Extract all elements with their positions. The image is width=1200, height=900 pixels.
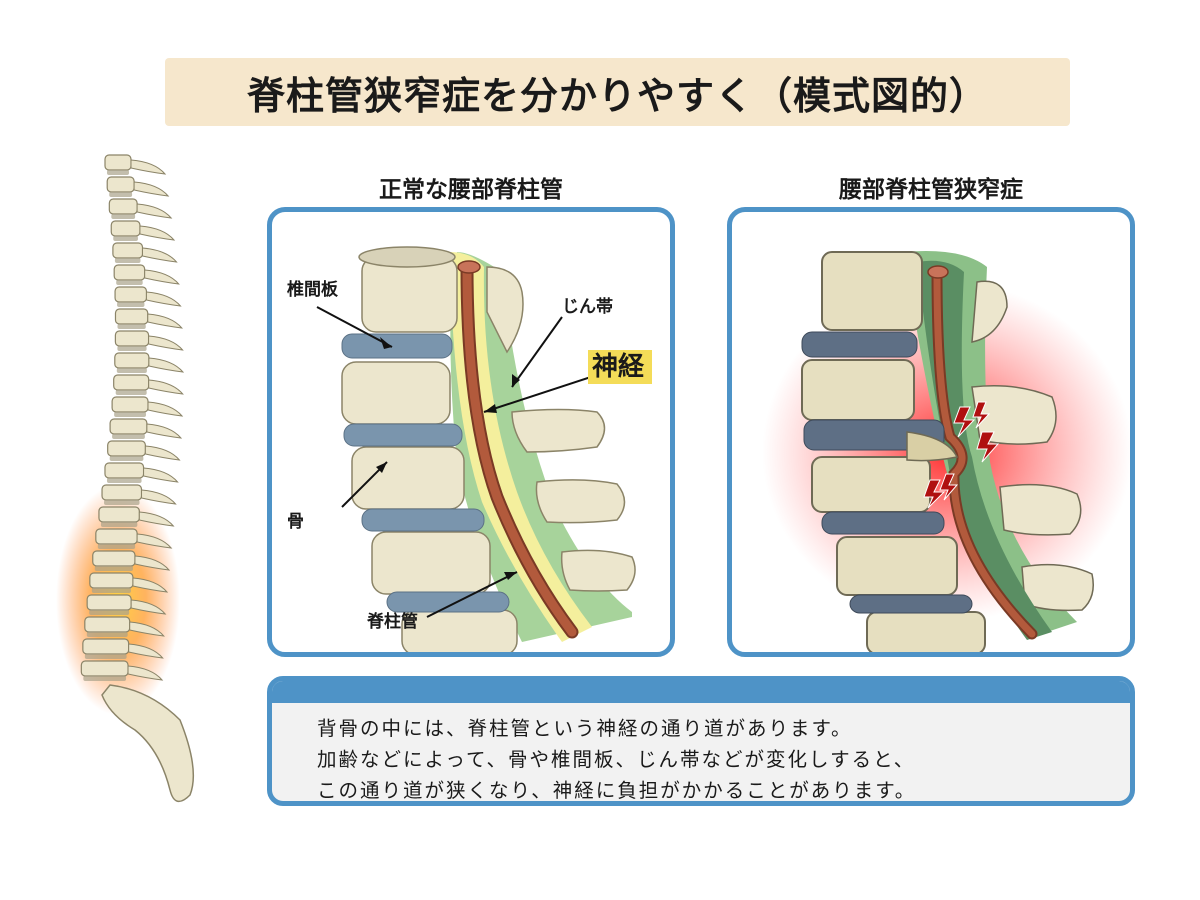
vertebra — [114, 286, 182, 307]
description-text: 背骨の中には、脊柱管という神経の通り道があります。 加齢などによって、骨や椎間板… — [317, 713, 1120, 802]
vertebral-body — [866, 611, 986, 652]
vertebral-body — [811, 456, 931, 513]
vertebra — [114, 308, 183, 329]
vertebra — [107, 440, 181, 461]
vertebra — [114, 352, 185, 373]
intervertebral-disc — [821, 511, 945, 535]
normal-spine-panel: 椎間板 じん帯 神経 骨 脊柱管 — [267, 207, 675, 657]
vertebral-body — [836, 536, 958, 596]
vertebral-body — [801, 359, 915, 421]
pain-lightning-icon — [923, 401, 1000, 509]
canal-label: 脊柱管 — [367, 612, 418, 632]
vertebra — [98, 506, 175, 527]
title-band — [165, 58, 1070, 126]
vertebra — [104, 462, 179, 483]
ligament-label: じん帯 — [562, 297, 613, 317]
stenosis-spine-diagram — [762, 251, 1130, 652]
vertebra — [80, 660, 164, 681]
intervertebral-disc — [341, 333, 453, 359]
vertebral-body — [351, 446, 465, 510]
vertebra — [104, 154, 167, 175]
vertebra — [114, 330, 184, 351]
degenerated-vertebral-bodies — [801, 251, 986, 652]
vertebra — [111, 396, 184, 417]
bone-label: 骨 — [287, 512, 304, 532]
intervertebral-disc — [801, 331, 918, 358]
stenosis-panel-title: 腰部脊柱管狭窄症 — [839, 177, 1023, 203]
vertebral-body — [361, 256, 458, 333]
disc-label: 椎間板 — [287, 280, 338, 300]
vertebral-body — [371, 531, 491, 595]
intervertebral-disc — [849, 594, 973, 614]
vertebra — [95, 528, 173, 549]
vertebral-body — [821, 251, 923, 331]
normal-vertebral-bodies — [341, 256, 518, 652]
vertebra — [92, 550, 171, 571]
page-title: 脊柱管狭窄症を分かりやすく（模式図的） — [246, 73, 988, 118]
vertebral-body — [341, 361, 451, 425]
intervertebral-disc — [386, 591, 510, 613]
vertebra — [86, 594, 167, 615]
description-line: この通り道が狭くなり、神経に負担がかかることがあります。 — [317, 779, 917, 802]
description-line: 加齢などによって、骨や椎間板、じん帯などが変化しすると、 — [317, 748, 916, 771]
stenosis-spine-panel — [727, 207, 1135, 657]
bone-spur — [906, 431, 959, 462]
intervertebral-disc — [343, 423, 463, 447]
vertebra — [113, 374, 184, 395]
vertebral-body — [401, 609, 518, 652]
intervertebral-disc — [361, 508, 485, 532]
ligament-band — [450, 252, 632, 642]
vertebra — [106, 176, 170, 197]
sacrum — [101, 684, 195, 803]
vertebra — [109, 418, 183, 439]
spinal-canal — [450, 252, 592, 642]
description-header-band — [272, 681, 1130, 703]
description-box: 背骨の中には、脊柱管という神経の通り道があります。 加齢などによって、骨や椎間板… — [267, 676, 1135, 806]
narrowed-canal — [917, 260, 1052, 640]
normal-spine-diagram — [316, 246, 636, 652]
vertebra — [110, 220, 176, 241]
normal-panel-title: 正常な腰部脊柱管 — [379, 177, 563, 203]
spine-vertebrae — [80, 154, 185, 681]
vertebra — [113, 264, 180, 285]
description-line: 背骨の中には、脊柱管という神経の通り道があります。 — [317, 717, 853, 740]
vertebra — [108, 198, 173, 219]
vertebra — [112, 242, 178, 263]
vertebra — [84, 616, 165, 637]
vertebra — [82, 638, 164, 659]
spine-illustration — [40, 130, 260, 830]
vertebra — [101, 484, 177, 505]
nerve-label: 神経 — [588, 350, 653, 384]
vertebra — [89, 572, 169, 593]
